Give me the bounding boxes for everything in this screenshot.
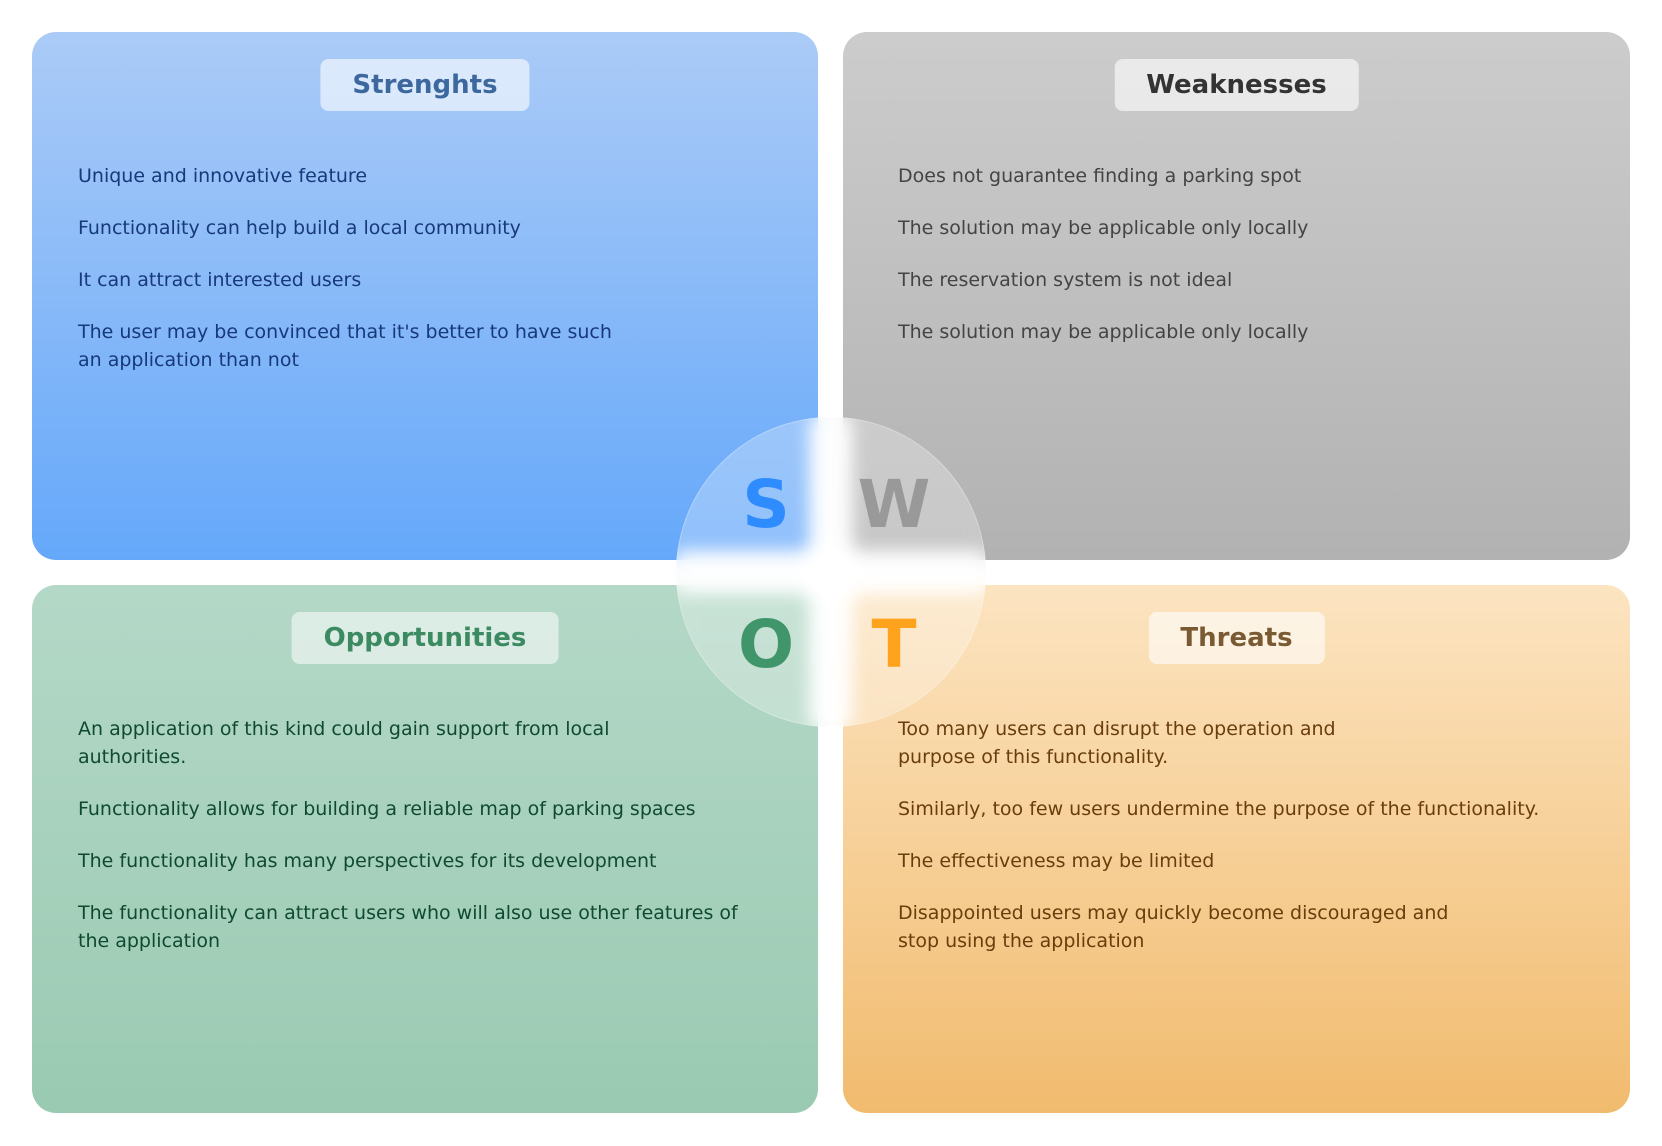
weaknesses-panel: Weaknesses Does not guarantee finding a … bbox=[843, 32, 1630, 560]
list-item: The effectiveness may be limited bbox=[898, 850, 1215, 872]
threats-panel: Threats Too many users can disrupt the o… bbox=[843, 585, 1630, 1113]
weaknesses-title: Weaknesses bbox=[1114, 59, 1359, 111]
list-item: Disappointed users may quickly become di… bbox=[898, 902, 1449, 952]
list-item: Functionality allows for building a reli… bbox=[78, 798, 696, 820]
list-item: The functionality has many perspectives … bbox=[78, 850, 657, 872]
list-item: The solution may be applicable only loca… bbox=[898, 321, 1309, 343]
list-item: An application of this kind could gain s… bbox=[78, 718, 610, 768]
opportunities-list: An application of this kind could gain s… bbox=[78, 715, 758, 979]
list-item: Does not guarantee finding a parking spo… bbox=[898, 165, 1302, 187]
swot-letter-t: T bbox=[871, 606, 917, 683]
list-item: The functionality can attract users who … bbox=[78, 902, 738, 952]
swot-letter-s: S bbox=[742, 466, 790, 543]
list-item: Similarly, too few users undermine the p… bbox=[898, 798, 1540, 820]
strengths-list: Unique and innovative feature Functional… bbox=[78, 162, 698, 398]
list-item: The reservation system is not ideal bbox=[898, 269, 1233, 291]
list-item: The solution may be applicable only loca… bbox=[898, 217, 1309, 239]
opportunities-panel: Opportunities An application of this kin… bbox=[32, 585, 818, 1113]
strengths-title: Strenghts bbox=[320, 59, 530, 111]
divider bbox=[676, 552, 986, 592]
weaknesses-list: Does not guarantee finding a parking spo… bbox=[898, 162, 1588, 370]
opportunities-title: Opportunities bbox=[291, 612, 559, 664]
list-item: It can attract interested users bbox=[78, 269, 362, 291]
swot-letter-o: O bbox=[737, 606, 795, 683]
list-item: Functionality can help build a local com… bbox=[78, 217, 521, 239]
list-item: The user may be convinced that it's bett… bbox=[78, 321, 612, 371]
threats-title: Threats bbox=[1148, 612, 1325, 664]
threats-list: Too many users can disrupt the operation… bbox=[898, 715, 1588, 979]
list-item: Too many users can disrupt the operation… bbox=[898, 718, 1336, 768]
swot-letter-w: W bbox=[857, 466, 931, 543]
list-item: Unique and innovative feature bbox=[78, 165, 368, 187]
swot-badge: S W O T bbox=[676, 417, 986, 727]
strengths-panel: Strenghts Unique and innovative feature … bbox=[32, 32, 818, 560]
